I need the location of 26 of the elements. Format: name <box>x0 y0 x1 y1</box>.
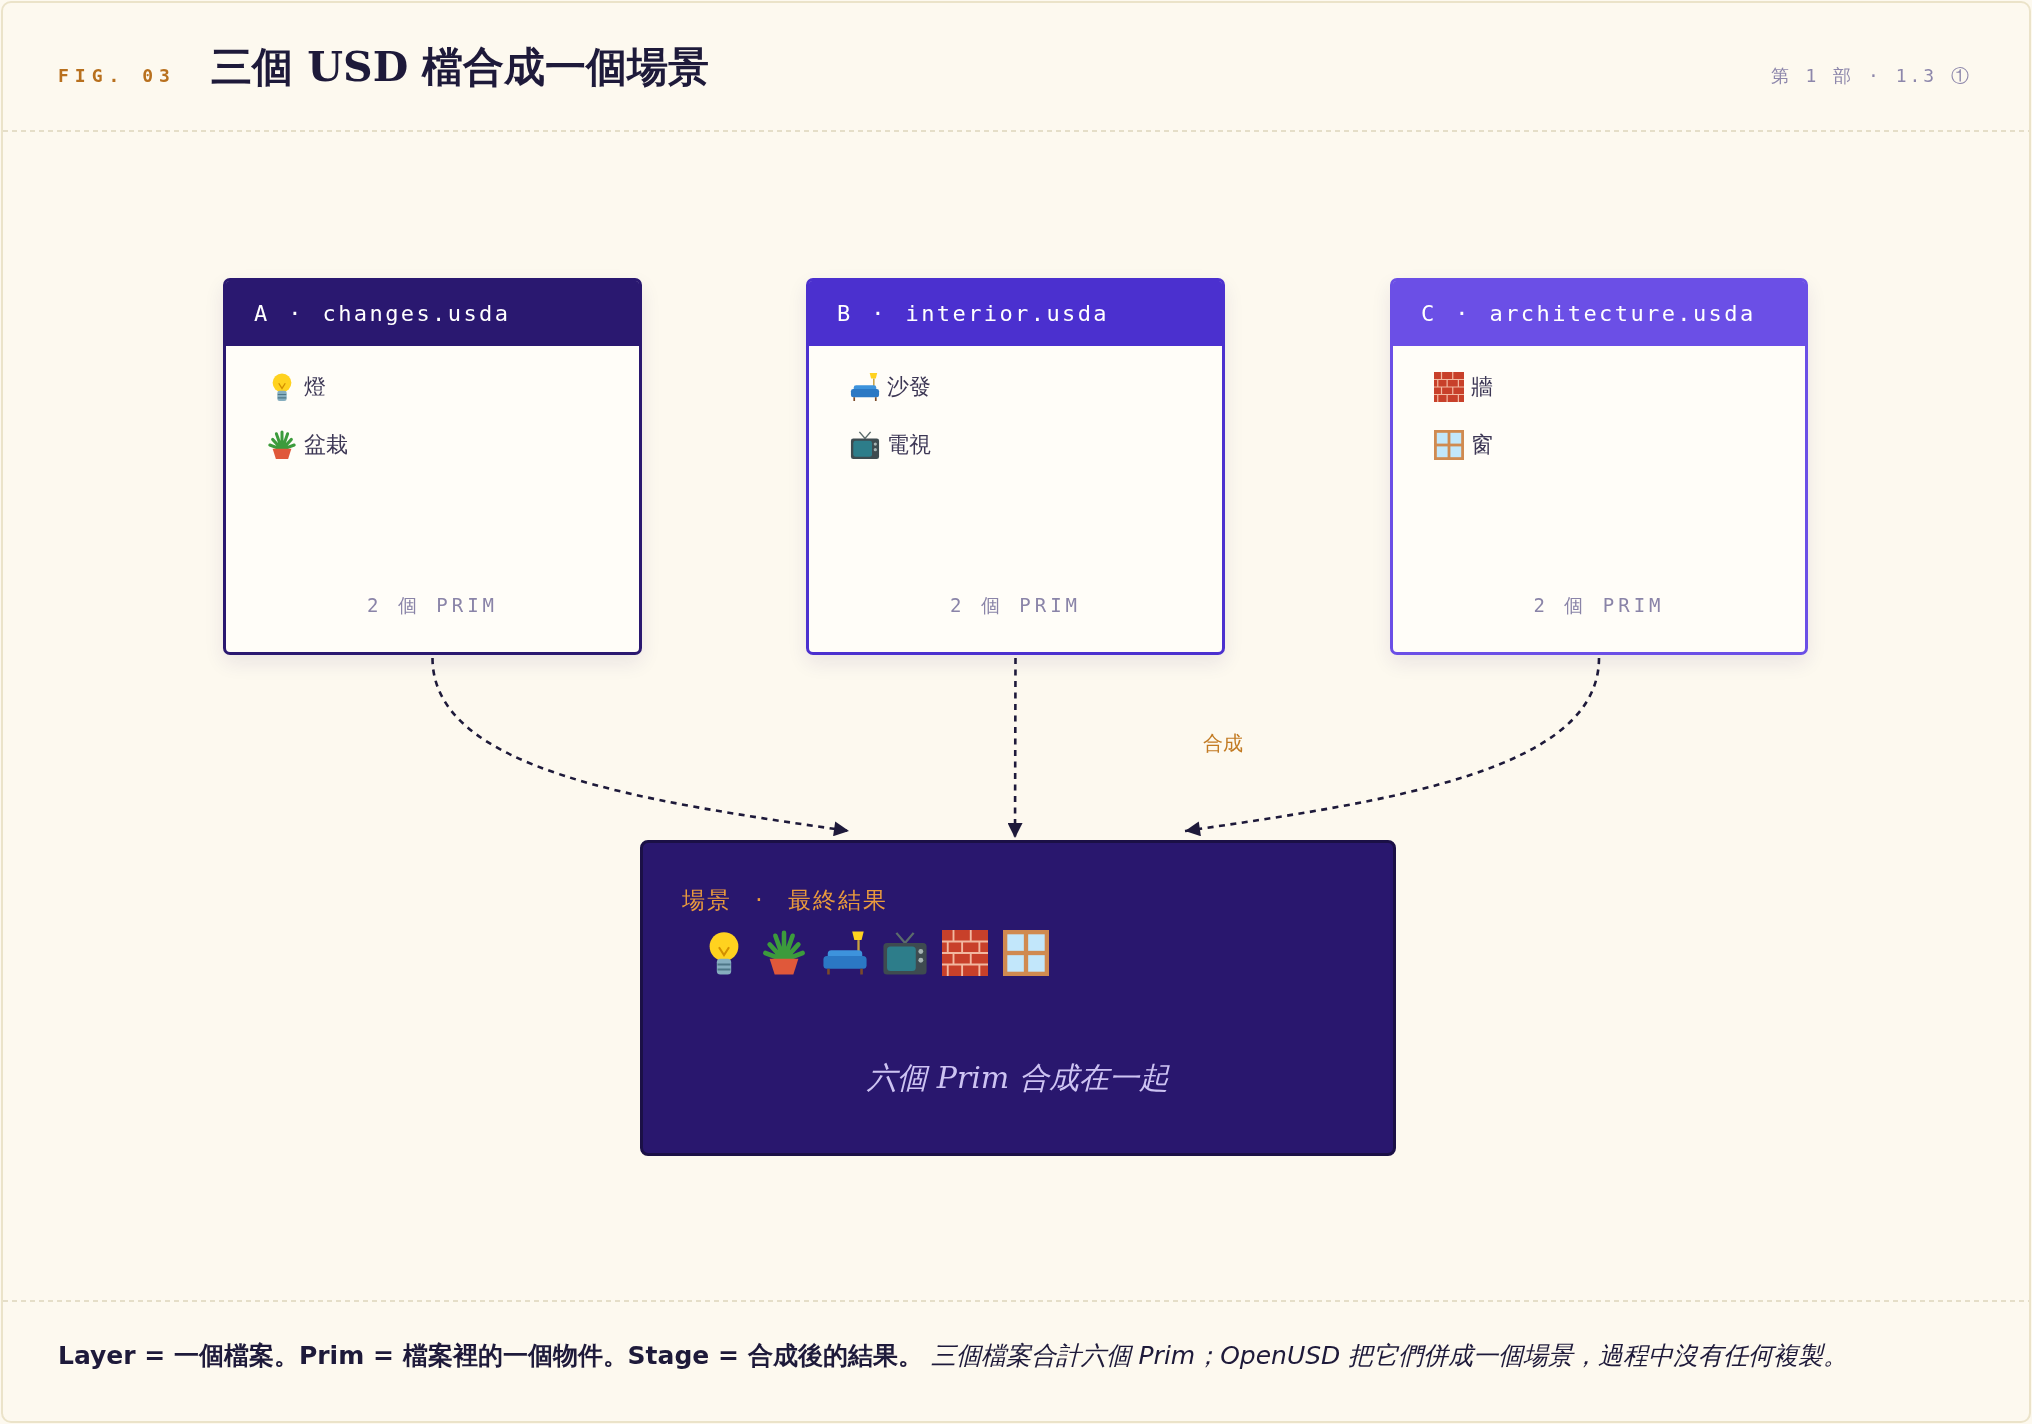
caption-text: Layer = 一個檔案。Prim = 檔案裡的一個物件。Stage = 合成後的結果。 三個檔案合計六個 Prim；OpenUSD 把它們併成一個場景，過程中沒有任何複製。 <box>58 1340 1849 1372</box>
summary-text: 六個 Prim 合成在一起 <box>867 1059 1169 1097</box>
file-header: B · interior.usda <box>809 281 1222 346</box>
prim-count: 2 個 PRIM <box>1533 593 1665 617</box>
scene-panel <box>640 840 1396 1156</box>
item-label: 牆 <box>1471 373 1493 401</box>
page-reference: 第 1 部 · 1.3 ① <box>1770 64 1972 88</box>
figure-title: 三個 USD 檔合成一個場景 <box>211 42 710 93</box>
item-label: 窗 <box>1471 431 1493 459</box>
panel-heading: 場景 · 最終結果 <box>682 886 888 915</box>
figure-number: FIG. 03 <box>58 64 176 88</box>
arrow-annotation: 合成 <box>1203 730 1243 756</box>
file-card <box>1390 278 1808 655</box>
dashed-arrow <box>1007 658 1023 838</box>
file-header: C · architecture.usda <box>1393 281 1805 346</box>
dashed-arrow <box>1184 657 1601 837</box>
file-header: A · changes.usda <box>226 281 639 346</box>
item-label: 盆栽 <box>304 431 348 459</box>
item-label: 沙發 <box>887 373 931 401</box>
file-card <box>806 278 1225 655</box>
item-label: 燈 <box>304 373 326 401</box>
file-card <box>223 278 642 655</box>
prim-count: 2 個 PRIM <box>366 593 499 617</box>
item-label: 電視 <box>887 431 931 459</box>
prim-count: 2 個 PRIM <box>949 593 1082 617</box>
dashed-arrow <box>431 657 850 837</box>
